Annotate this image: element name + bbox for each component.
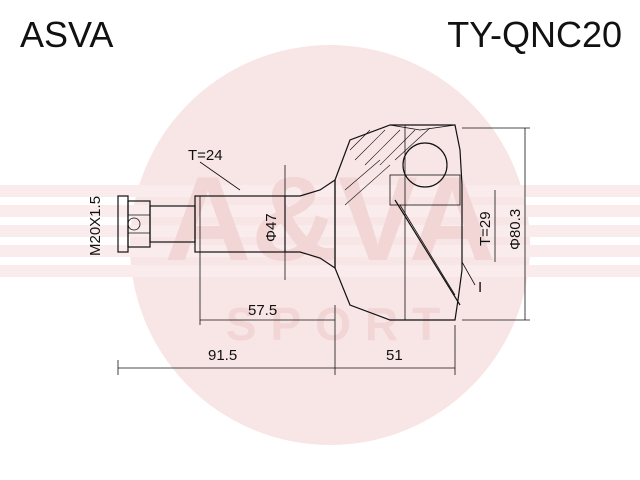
- outer-diameter-label: Φ80.3: [507, 209, 524, 250]
- length-51-label: 51: [386, 347, 403, 364]
- length-91-label: 91.5: [208, 347, 237, 364]
- svg-text:SPORT: SPORT: [226, 298, 454, 350]
- part-number: TY-QNC20: [447, 14, 622, 55]
- outer-teeth-label: T=24: [188, 147, 223, 164]
- svg-text:A&VA: A&VA: [164, 152, 495, 286]
- seal-marker: I: [478, 279, 482, 296]
- hatch-pattern: [344, 127, 431, 206]
- outer-bell-housing: [334, 124, 463, 321]
- watermark-logo: A&VA SPORT: [0, 45, 640, 445]
- inner-teeth-label: T=29: [477, 211, 494, 246]
- length-57-label: 57.5: [248, 302, 277, 319]
- brand-label: ASVA: [20, 14, 114, 55]
- thread-size-label: M20X1.5: [87, 196, 104, 256]
- shaft-diameter-label: Φ47: [263, 213, 280, 242]
- dimension-lines: [117, 127, 530, 375]
